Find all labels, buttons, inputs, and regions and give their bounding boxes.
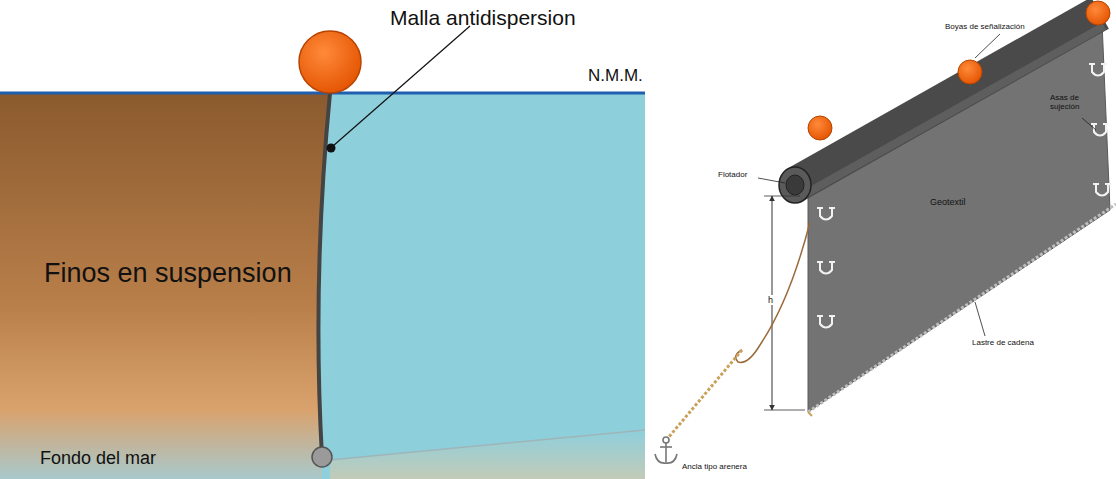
- seabed-line: [330, 430, 645, 460]
- buoy: [958, 60, 982, 84]
- float-shade: [798, 26, 1104, 198]
- handles: [817, 64, 1111, 328]
- extension-line: [764, 196, 800, 197]
- chain-end: [808, 412, 812, 416]
- handle-loop: [817, 316, 835, 328]
- part-label: Geotextil: [930, 197, 966, 207]
- region-label: Finos en suspension: [44, 258, 292, 289]
- handle-loop: [817, 208, 835, 220]
- rope: [736, 222, 810, 362]
- part-label: Asas de sujeción: [1050, 93, 1095, 111]
- leader-line: [1082, 118, 1096, 130]
- dimension-label: h: [766, 295, 775, 305]
- buoy: [1086, 1, 1110, 25]
- buoy: [808, 116, 832, 140]
- part-label: Boyas de señalización: [945, 22, 1025, 31]
- seabed: [330, 430, 645, 479]
- part-label: Malla antidispersion: [390, 6, 576, 30]
- float-cylinder: [795, 13, 1100, 185]
- ballast-weight: [312, 447, 332, 467]
- leader-dot: [327, 144, 336, 153]
- sea-level-label: N.M.M.: [588, 66, 643, 86]
- buoy: [299, 31, 361, 93]
- part-label: Ancla tipo arenera: [682, 462, 747, 471]
- region-label: Fondo del mar: [40, 448, 156, 469]
- part-label: Flotador: [718, 170, 747, 179]
- handle-loop: [1091, 124, 1109, 136]
- anchor-chain: [668, 350, 742, 438]
- extension-line: [764, 410, 805, 411]
- float-end: [779, 167, 811, 203]
- handle-loop: [1089, 64, 1107, 76]
- part-label: Lastre de cadena: [972, 338, 1034, 347]
- leader-line: [975, 34, 1000, 58]
- water: [0, 93, 645, 479]
- float-core: [786, 175, 804, 195]
- handle-loop: [1093, 184, 1111, 196]
- suspended-fines: [0, 93, 330, 479]
- leader-line: [758, 178, 785, 183]
- handle-loop: [817, 262, 835, 274]
- leader-line: [333, 26, 470, 146]
- chain-ballast: [808, 204, 1116, 412]
- anchor-symbol: [655, 437, 677, 463]
- leader-line: [975, 302, 985, 336]
